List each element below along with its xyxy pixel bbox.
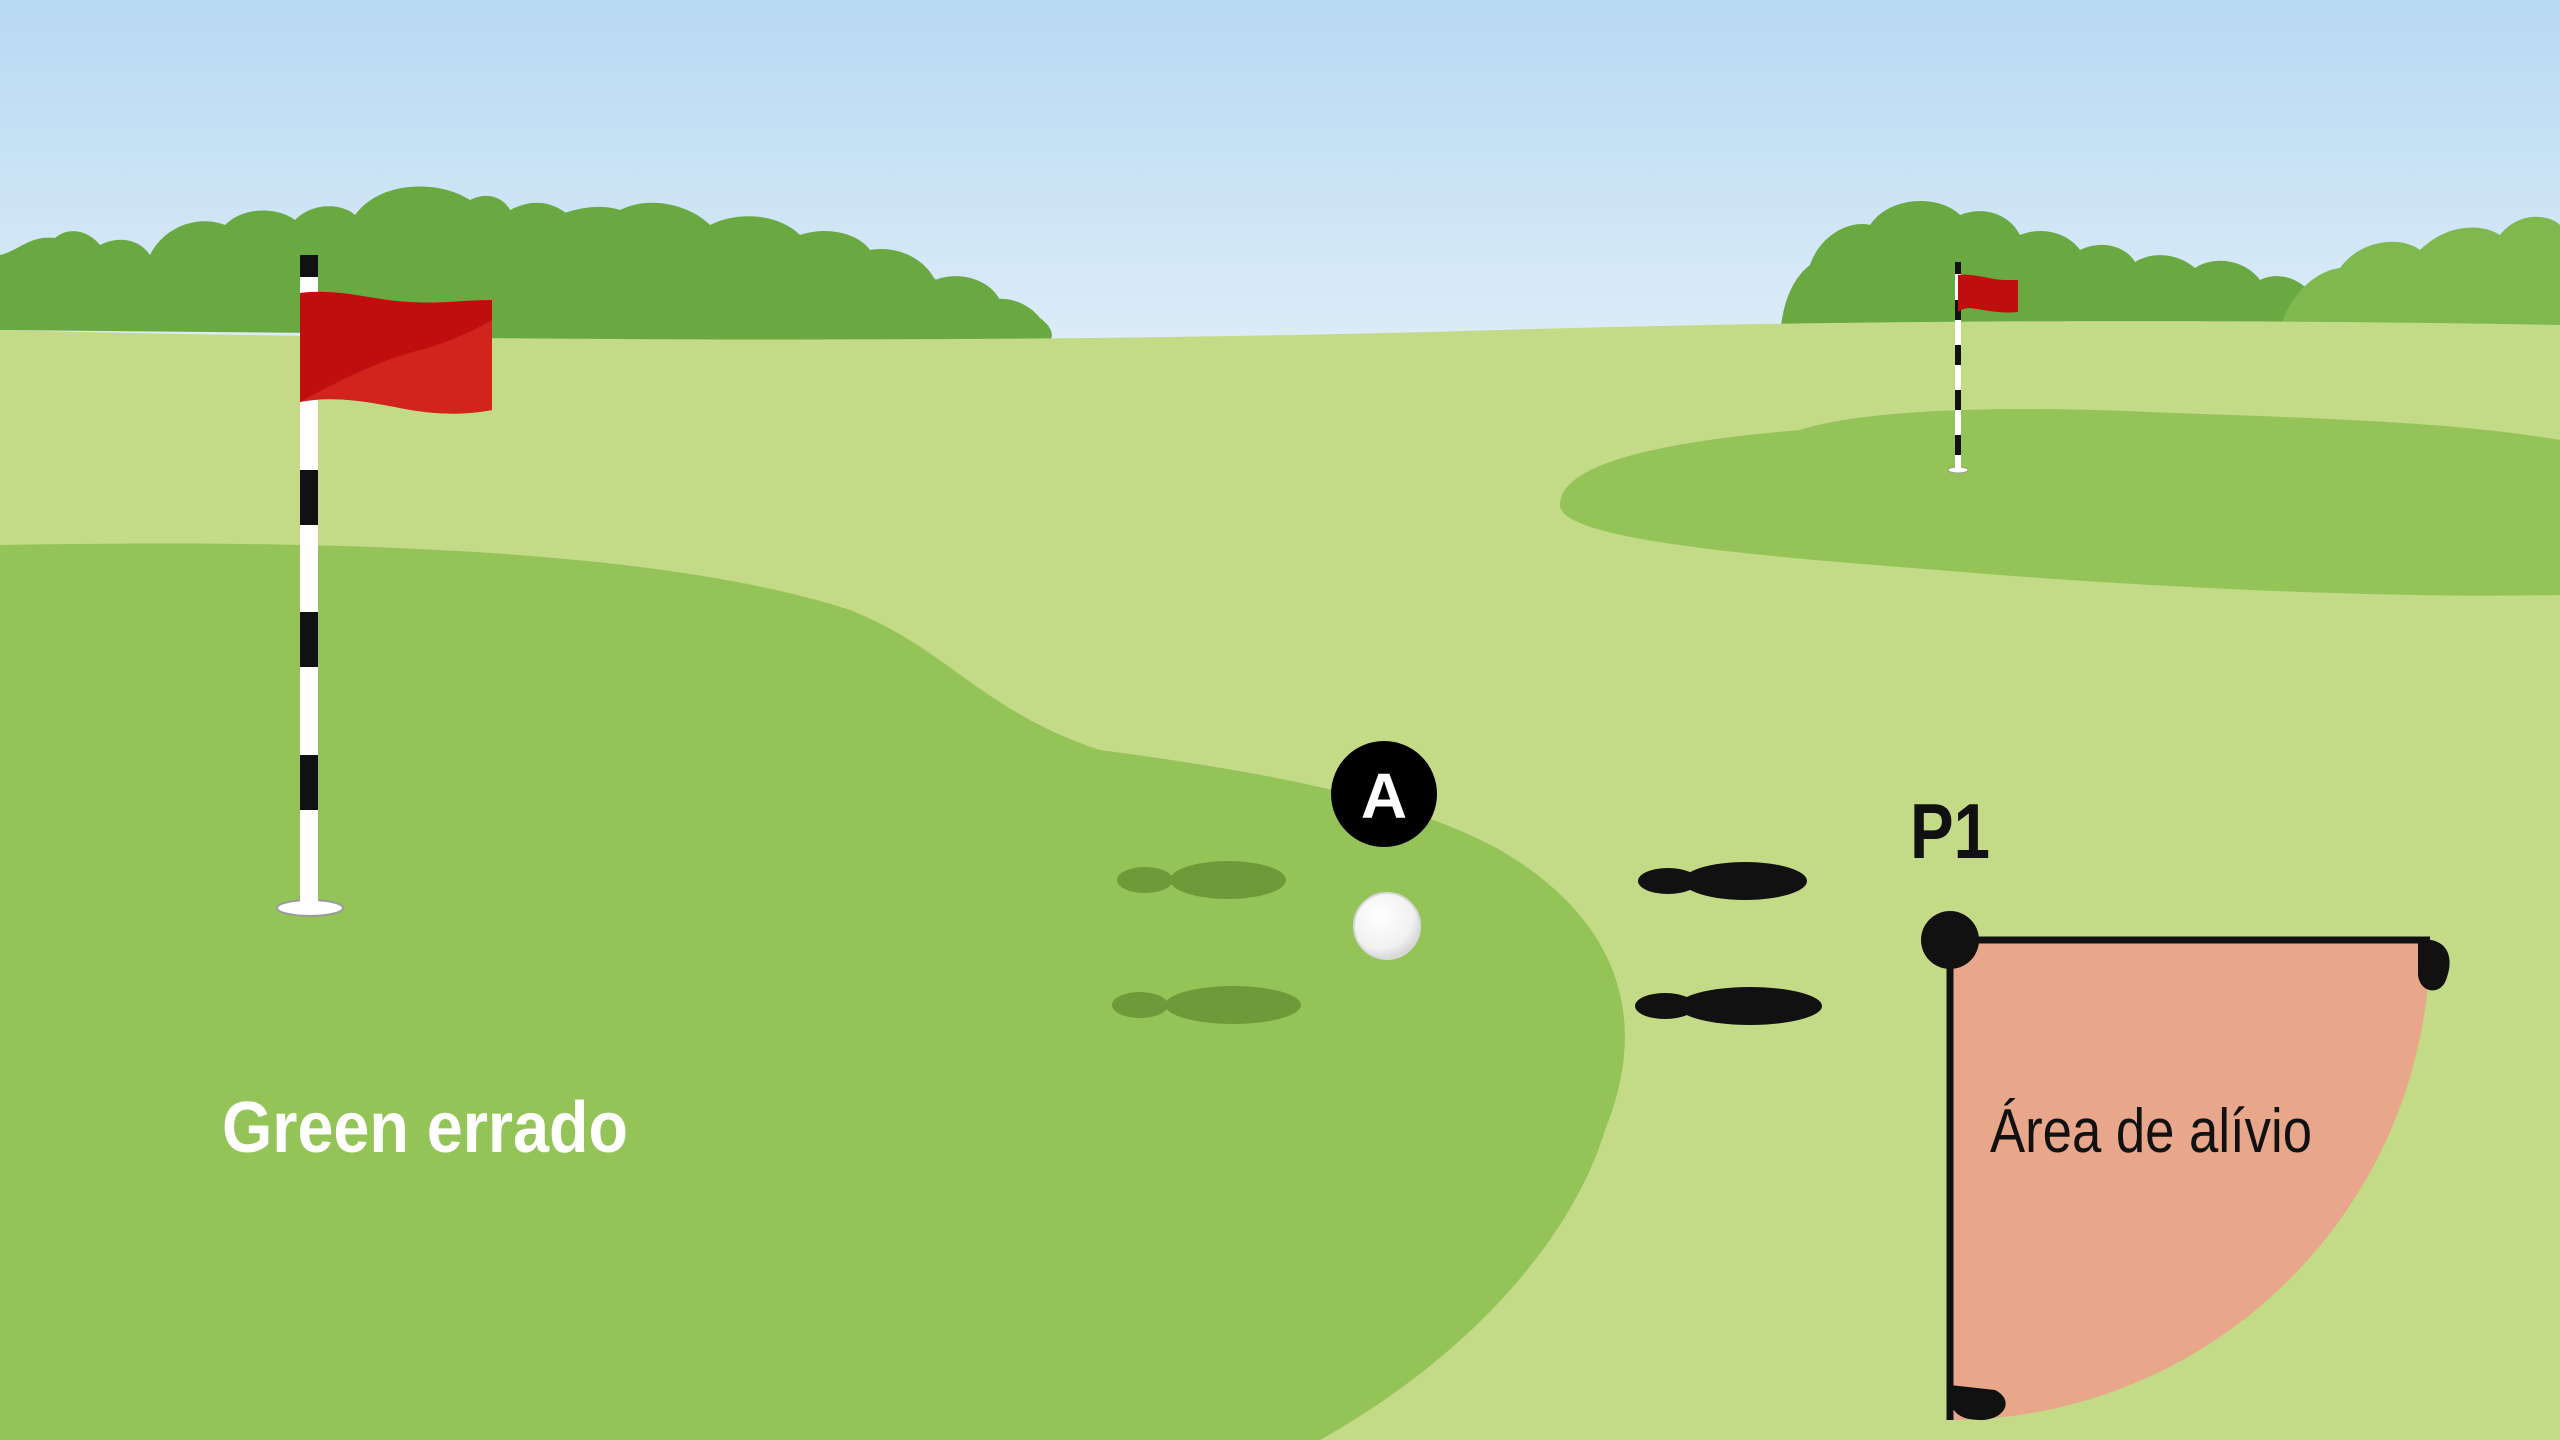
wrong-green-label: Green errado <box>222 1088 628 1168</box>
golf-ball-icon <box>1354 893 1420 959</box>
ball-marker-label: A <box>1361 760 1407 832</box>
flag <box>1958 275 2018 313</box>
ball-marker: A <box>1331 741 1437 847</box>
reference-point-label: P1 <box>1910 787 1990 875</box>
relief-area-label: Área de alívio <box>1990 1097 2312 1166</box>
